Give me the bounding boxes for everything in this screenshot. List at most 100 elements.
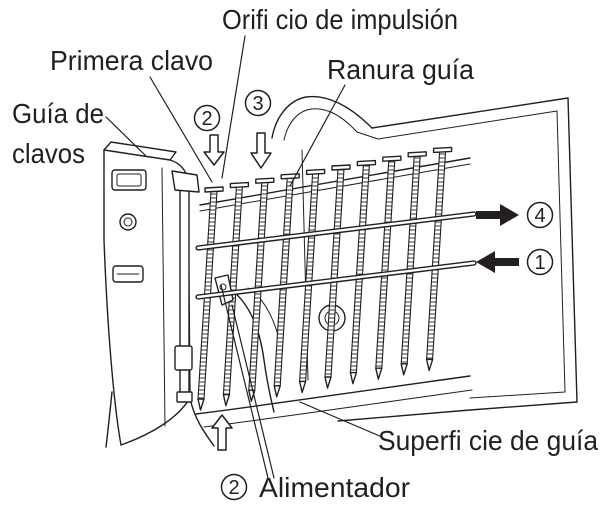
nail-guide-housing [103, 141, 191, 448]
nail-shank [426, 150, 447, 360]
nail-guide-cable [105, 391, 113, 448]
nail-head [204, 186, 224, 193]
leader-nail-guide [105, 116, 147, 157]
nail-tip [197, 398, 205, 411]
magazine-latch-outer [271, 95, 373, 139]
step-marker-2-top: 2 [193, 104, 221, 132]
guide-surface-lower [203, 389, 473, 428]
step-marker-number: 2 [201, 108, 212, 130]
nail [298, 168, 326, 394]
magazine-top-edge [371, 97, 569, 129]
arrow-down-icon [203, 134, 225, 166]
part-labels: Orifi cio de impulsión Primera clavo Ran… [12, 4, 598, 503]
lower-wire-core [196, 261, 476, 299]
nail-tip [324, 376, 332, 389]
arrow-down-icon [250, 132, 272, 169]
nail-shank [273, 177, 294, 387]
leader-feeder-b [231, 304, 275, 479]
upper-wire-core [196, 212, 476, 250]
magazine-bottom-inner-edge [469, 391, 566, 399]
magazine-right-inner-edge [556, 110, 566, 393]
step-marker-ring [193, 104, 221, 132]
nail-guide-slot-inner [116, 173, 142, 187]
leader-guide-groove [289, 84, 346, 187]
leader-guide-surface [299, 401, 383, 438]
guide-groove-lower [199, 163, 471, 212]
nail-head [356, 159, 377, 167]
nail-strip [197, 146, 453, 411]
nail [324, 164, 351, 389]
nail-guide-panel-edge [161, 167, 166, 427]
feeder-pawl-pin [219, 283, 227, 291]
label-guide-surface: Superfi cie de guía [378, 425, 598, 456]
nail [400, 151, 427, 376]
label-nail-guide-line1: Guía de [12, 98, 104, 129]
nail-tip [298, 380, 307, 394]
label-first-nail: Primera clavo [50, 45, 213, 76]
nail-head [407, 151, 427, 158]
nail-head [432, 146, 453, 154]
collation-wires [195, 211, 477, 300]
magazine-top-inner-edge [356, 110, 558, 140]
nail-shank [375, 159, 396, 369]
step-marker-number: 3 [252, 93, 263, 115]
label-feeder: Alimentador [259, 472, 410, 503]
frame-lower-corner [189, 397, 215, 447]
nail-tip [273, 385, 281, 398]
nail [248, 177, 275, 402]
magazine-right-edge [567, 97, 578, 403]
nail [349, 159, 377, 385]
step-marker-ring [220, 473, 248, 501]
nail-head [331, 164, 351, 171]
nail-shank [400, 155, 421, 365]
leader-feeder-a [220, 284, 269, 479]
nail-guide-top-face [103, 141, 177, 161]
nail-guide-screw-center [123, 217, 133, 227]
arrow-right-icon [476, 204, 519, 226]
step-marker-number: 4 [534, 205, 545, 227]
leader-drive-hole [221, 35, 246, 179]
nail-guide-slot [111, 169, 147, 191]
nail-guide-screw [119, 213, 137, 231]
guide-rod-foot [176, 391, 193, 403]
nail-shank [349, 164, 370, 374]
label-guide-groove: Ranura guía [327, 54, 474, 85]
step-marker-2-bottom: 2 [220, 473, 248, 501]
nail-head [305, 168, 326, 176]
step-marker-number: 2 [228, 477, 239, 499]
guide-surface-upper [195, 375, 471, 415]
guide-groove-upper [199, 157, 471, 206]
label-drive-hole: Orifi cio de impulsión [222, 4, 458, 35]
step-marker-number: 1 [534, 252, 545, 274]
feeder-track-outer [233, 291, 275, 413]
arrow-up-icon [211, 414, 233, 451]
leader-lines [105, 35, 383, 479]
nail-tip [425, 358, 434, 372]
nail-tip [349, 371, 358, 385]
magazine-latch-inner [283, 108, 358, 141]
nail [375, 155, 402, 380]
nail [425, 146, 453, 372]
nail-head [382, 155, 402, 162]
nail-tip [222, 393, 231, 407]
step-marker-1: 1 [526, 248, 554, 276]
nail-shank [299, 172, 320, 382]
label-nail-guide-line2: clavos [12, 138, 85, 169]
guide-rod-top-bracket [171, 170, 200, 193]
step-marker-3: 3 [244, 89, 272, 117]
step-marker-4: 4 [526, 201, 554, 229]
step-marker-ring [244, 89, 272, 117]
nail-head [229, 181, 250, 189]
magazine-bottom-edge [337, 401, 578, 422]
motion-arrows [203, 132, 519, 451]
guide-rod-hinge [174, 345, 193, 371]
arrow-left-icon [476, 251, 519, 273]
leader-first-nail [149, 76, 213, 183]
step-marker-ring [526, 201, 554, 229]
nail-tip [375, 367, 383, 380]
nail-guide-rod [171, 170, 200, 403]
nail-shank [324, 168, 345, 378]
step-marker-ring [526, 248, 554, 276]
nail-tip [400, 363, 408, 376]
